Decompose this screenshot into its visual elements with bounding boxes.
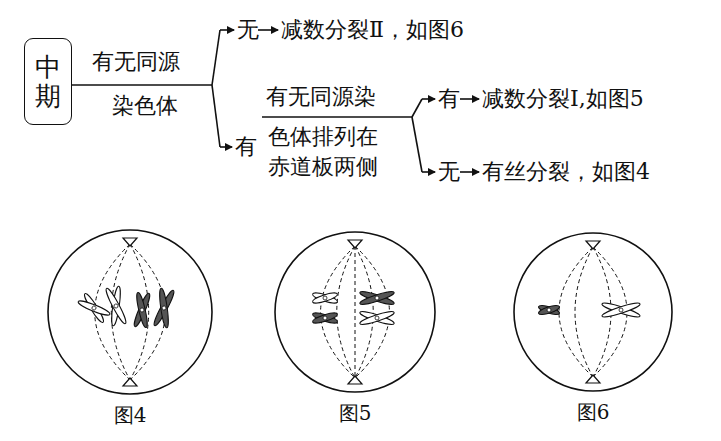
branch-answer: 有: [438, 86, 460, 112]
question-text: 色体排列在 赤道板两侧: [268, 122, 385, 181]
tree-line: [212, 85, 220, 147]
chromosome: [103, 285, 128, 328]
spindle-fiber: [130, 244, 149, 380]
figure-caption: 图5: [269, 400, 441, 427]
figure-caption: 图4: [42, 402, 218, 429]
branch-answer: 无: [438, 159, 460, 185]
arrow-head: [472, 168, 480, 176]
tree-line: [62, 84, 212, 86]
spindle-fiber: [355, 246, 356, 378]
cell-drawing: [269, 226, 441, 398]
figure-caption: 图6: [508, 399, 678, 426]
question-text: 有无同源: [92, 49, 180, 75]
result-text: 有丝分裂，如图4: [482, 159, 650, 185]
centriole: [586, 375, 600, 383]
centriole: [348, 376, 362, 384]
tree-line: [262, 116, 412, 118]
spindle-fiber: [321, 246, 355, 378]
arrow-head: [428, 95, 436, 103]
spindle-fiber: [575, 247, 593, 377]
cell-figure: 图4: [42, 224, 218, 434]
cell-membrane: [275, 232, 435, 392]
cell-membrane: [514, 233, 672, 391]
centriole: [348, 240, 362, 248]
arrow-head: [472, 95, 480, 103]
spindle-fiber: [559, 247, 593, 377]
centriole: [123, 238, 137, 246]
arrow-head: [428, 168, 436, 176]
cell-drawing: [42, 224, 218, 400]
chromosome: [359, 289, 395, 306]
arrow-head: [225, 143, 233, 151]
question-text: 染色体: [112, 93, 178, 119]
chromosome: [132, 291, 152, 329]
chromosome: [601, 301, 641, 319]
arrow-head: [227, 26, 235, 34]
branch-answer: 有: [235, 134, 257, 160]
centriole: [586, 241, 600, 249]
chromosome: [312, 291, 339, 305]
cell-figure: 图5: [269, 226, 441, 432]
cell-membrane: [48, 230, 212, 394]
chromosome: [151, 287, 176, 330]
tree-line: [412, 99, 422, 117]
chromosome: [312, 311, 339, 325]
cell-drawing: [508, 227, 678, 397]
result-text: 减数分裂Ⅰ,如图5: [482, 86, 644, 112]
chromosome: [538, 304, 561, 317]
question-text: 有无同源染: [266, 84, 376, 110]
chromosome: [76, 291, 113, 326]
stage-label: 中期: [35, 53, 61, 110]
branch-answer: 无: [237, 17, 259, 43]
stage-box: 中期: [24, 38, 72, 125]
spindle-fiber: [337, 246, 355, 378]
cell-figure: 图6: [508, 227, 678, 431]
chromosome: [359, 309, 395, 326]
arrow-head: [271, 26, 279, 34]
tree-line: [212, 30, 220, 85]
centriole: [123, 378, 137, 386]
result-text: 减数分裂Ⅱ，如图6: [281, 17, 464, 43]
tree-line: [412, 117, 422, 172]
